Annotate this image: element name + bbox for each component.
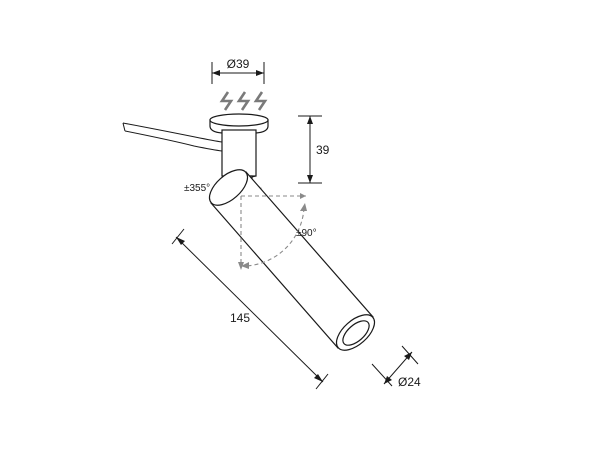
tube-length-label: 145 — [230, 311, 250, 325]
tilt-indicator: ±90° — [238, 193, 317, 270]
spotlight-tube — [208, 169, 376, 351]
lightning-bolt-icon — [219, 91, 268, 111]
tube-diameter-dimension: Ø24 — [371, 345, 421, 389]
mount-diameter-label: Ø39 — [227, 57, 250, 71]
tube-length-dimension: 145 — [171, 228, 329, 390]
tilt-range-label: ±90° — [296, 228, 317, 239]
tube-diameter-label: Ø24 — [398, 375, 421, 389]
mount-height-dimension: 39 — [298, 115, 330, 184]
mount-diameter-dimension: Ø39 — [211, 57, 265, 84]
rotation-range-label: ±355° — [184, 183, 210, 194]
power-cable — [122, 122, 223, 152]
ceiling-mount — [209, 113, 269, 179]
mount-height-label: 39 — [316, 143, 330, 157]
